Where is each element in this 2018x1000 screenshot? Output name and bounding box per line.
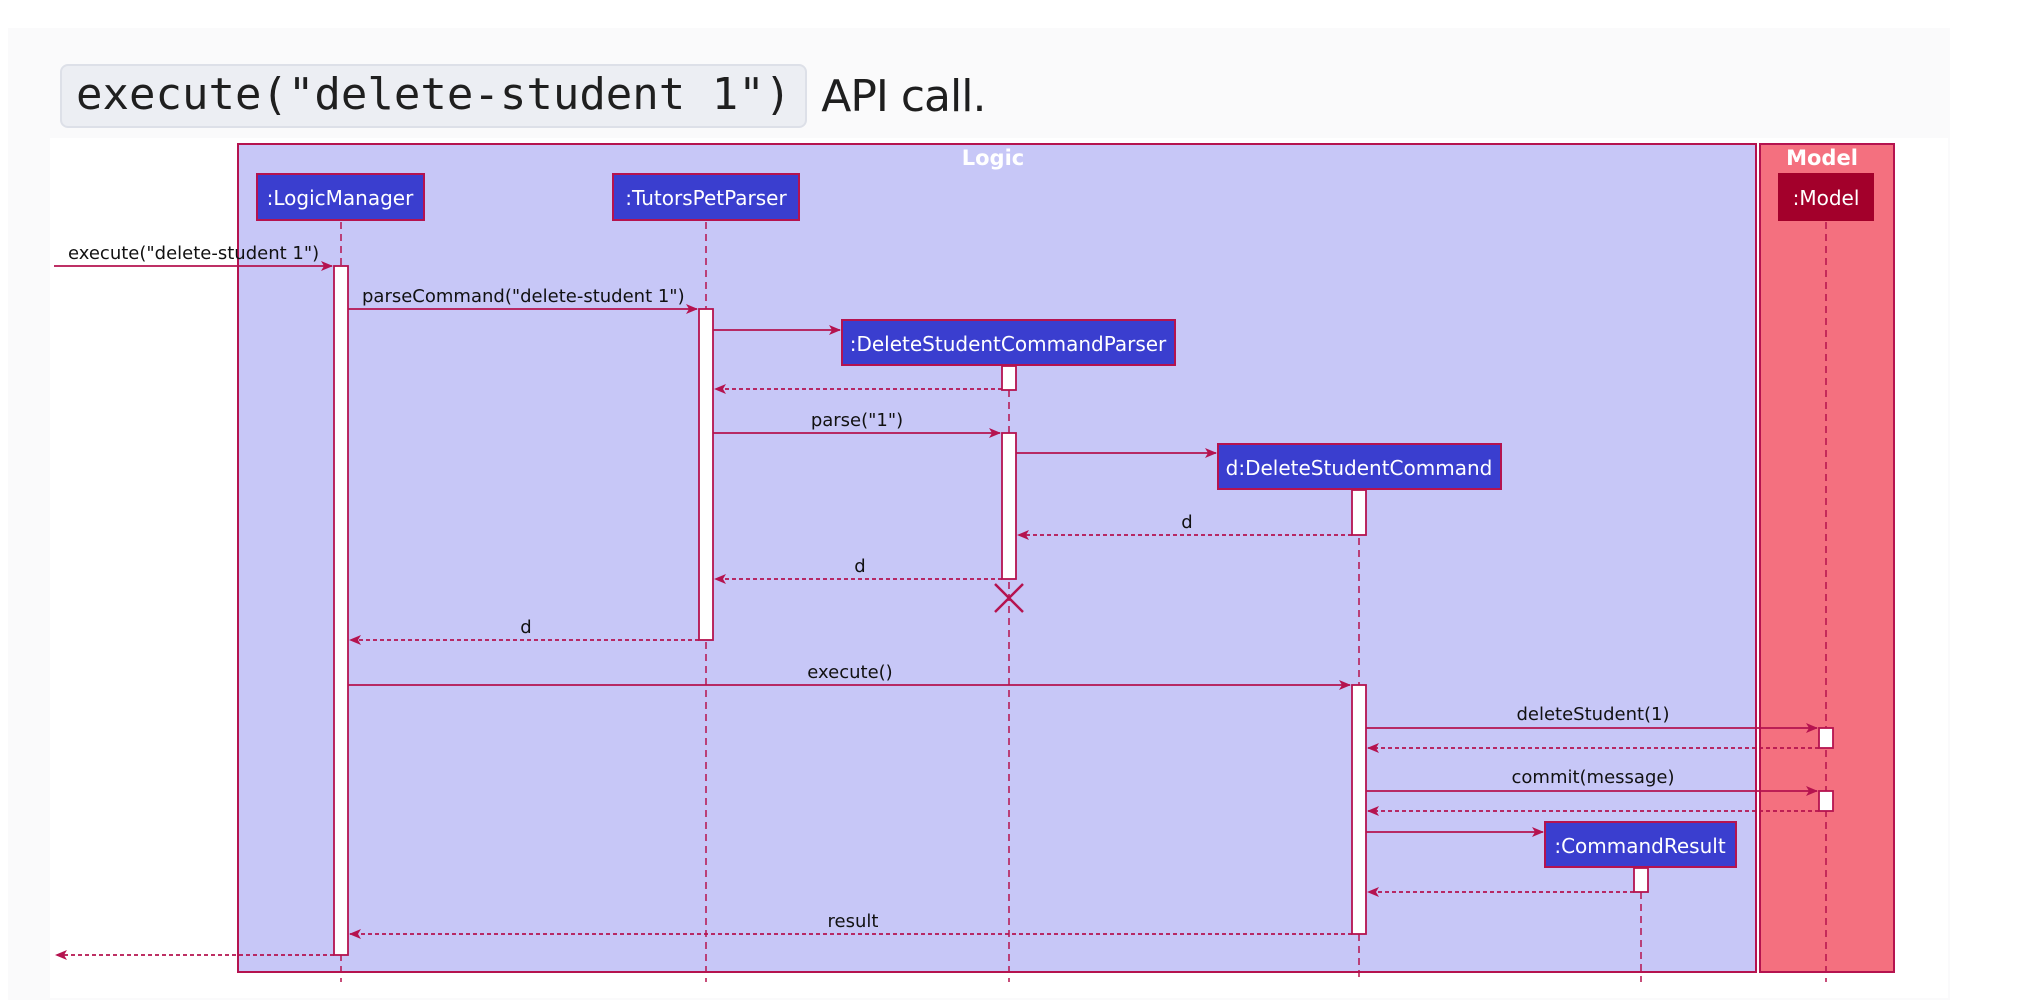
message-label: d — [1181, 512, 1192, 533]
model-box — [1759, 143, 1895, 973]
message-label: commit(message) — [1512, 767, 1675, 788]
message-label: execute("delete-student 1") — [68, 243, 319, 264]
activation-model-commit — [1818, 790, 1834, 812]
participant-command-result: :CommandResult — [1544, 821, 1737, 868]
activation-command-result — [1633, 867, 1649, 893]
logic-box — [237, 143, 1757, 973]
return-arrows — [55, 384, 1819, 960]
activation-bars — [333, 265, 1834, 956]
participant-model: :Model — [1778, 173, 1874, 221]
message-label: execute() — [807, 662, 892, 683]
activation-delete-parser-parse — [1001, 432, 1017, 580]
activation-parser — [698, 308, 714, 641]
participant-label: :TutorsPetParser — [625, 186, 787, 210]
activation-logic-manager — [333, 265, 349, 956]
participant-delete-command: d:DeleteStudentCommand — [1217, 443, 1502, 490]
message-label: d — [520, 617, 531, 638]
participant-logic-manager: :LogicManager — [256, 173, 425, 221]
participant-label: d:DeleteStudentCommand — [1226, 456, 1493, 480]
message-label: deleteStudent(1) — [1516, 704, 1669, 725]
message-label: d — [854, 556, 865, 577]
message-label: parseCommand("delete-student 1") — [362, 286, 685, 307]
activation-delete-command-ctor — [1351, 489, 1367, 536]
activation-model-delete — [1818, 727, 1834, 749]
participant-label: :DeleteStudentCommandParser — [850, 332, 1167, 356]
message-labels: execute("delete-student 1") parseCommand… — [68, 243, 1674, 932]
destroy-marker-icon — [994, 583, 1024, 613]
logic-box-label: Logic — [962, 146, 1025, 170]
participant-delete-parser: :DeleteStudentCommandParser — [841, 319, 1176, 366]
model-box-label: Model — [1786, 146, 1858, 170]
activation-delete-command-execute — [1351, 684, 1367, 935]
message-label: parse("1") — [811, 410, 903, 431]
participant-label: :Model — [1793, 186, 1860, 210]
participant-label: :LogicManager — [267, 186, 414, 210]
participant-parser: :TutorsPetParser — [612, 173, 800, 221]
page-heading: execute("delete-student 1") API call. — [60, 64, 986, 128]
message-label: result — [828, 911, 879, 932]
call-arrows — [54, 261, 1818, 837]
inline-code-api-call: execute("delete-student 1") — [60, 64, 808, 128]
heading-text: API call. — [821, 70, 986, 122]
participant-label: :CommandResult — [1554, 834, 1725, 858]
activation-delete-parser-ctor — [1001, 365, 1017, 391]
